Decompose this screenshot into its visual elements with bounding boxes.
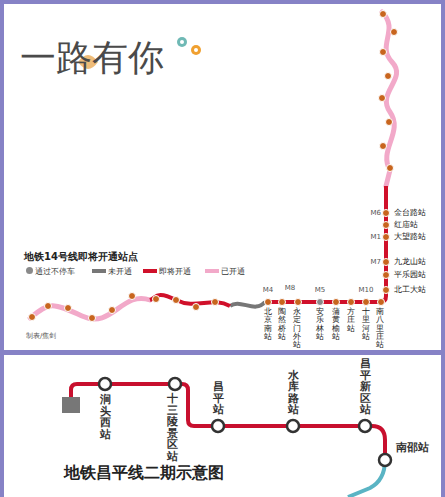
station-label: M10 <box>359 286 374 294</box>
station-label: M4 <box>263 286 274 294</box>
station-label: 北京南站 <box>264 308 272 341</box>
legend-swatch <box>143 269 157 273</box>
upcoming-line <box>265 186 386 302</box>
station-label: 大望路站 <box>394 232 426 242</box>
upcoming-line <box>150 295 230 306</box>
station-label: 水库路站 <box>288 370 299 416</box>
legend-text: 即将开通 <box>159 266 191 277</box>
station-label: 南八里庄站 <box>376 308 384 349</box>
decorative-title: 一路有你 <box>20 34 164 83</box>
legend-text: 已开通 <box>221 266 245 277</box>
pass-station-dot <box>317 299 324 306</box>
station-label: 红庙站 <box>394 220 418 230</box>
station-label: M5 <box>315 286 326 294</box>
station-label: 平乐园站 <box>394 270 426 280</box>
station-label: 陶然桥站 <box>278 308 286 341</box>
station-label: 十里河站 <box>362 308 370 341</box>
station-label: M1 <box>371 233 382 241</box>
station-label: 安乐林站 <box>316 308 324 341</box>
map-heading: 地铁14号线即将开通站点 <box>24 250 138 264</box>
legend-text: 通过不停车 <box>35 266 75 277</box>
legend-swatch <box>26 267 33 274</box>
map-heading: 地铁昌平线二期示意图 <box>64 463 224 484</box>
station-label: 北工大站 <box>394 285 426 295</box>
legend-swatch <box>92 269 106 273</box>
station-label: 九龙山站 <box>394 257 426 267</box>
legend-text: 未开通 <box>108 266 132 277</box>
station-label: M6 <box>371 209 382 217</box>
station-label: 方庄站 <box>347 308 355 333</box>
station-label: M7 <box>371 258 382 266</box>
station-label: 昌平新区站 <box>360 358 371 416</box>
station-circles <box>99 378 391 466</box>
terminal-block <box>62 397 80 413</box>
closed-line <box>230 302 265 307</box>
legend-swatch <box>205 269 219 273</box>
station-label: M8 <box>285 284 296 292</box>
station-label: 金台路站 <box>394 208 426 218</box>
station-label: 昌平站 <box>213 381 224 416</box>
station-label: 永定门外站 <box>293 308 301 349</box>
station-label: 涧头西站 <box>100 394 111 440</box>
credit-note: 制表/焦剑 <box>26 331 56 341</box>
station-label: 十三陵景区站 <box>167 393 178 462</box>
changping-line <box>71 384 385 460</box>
station-label: 南邵站 <box>396 440 429 455</box>
station-label: 蒲黄榆站 <box>332 308 340 341</box>
connecting-line <box>348 460 385 497</box>
